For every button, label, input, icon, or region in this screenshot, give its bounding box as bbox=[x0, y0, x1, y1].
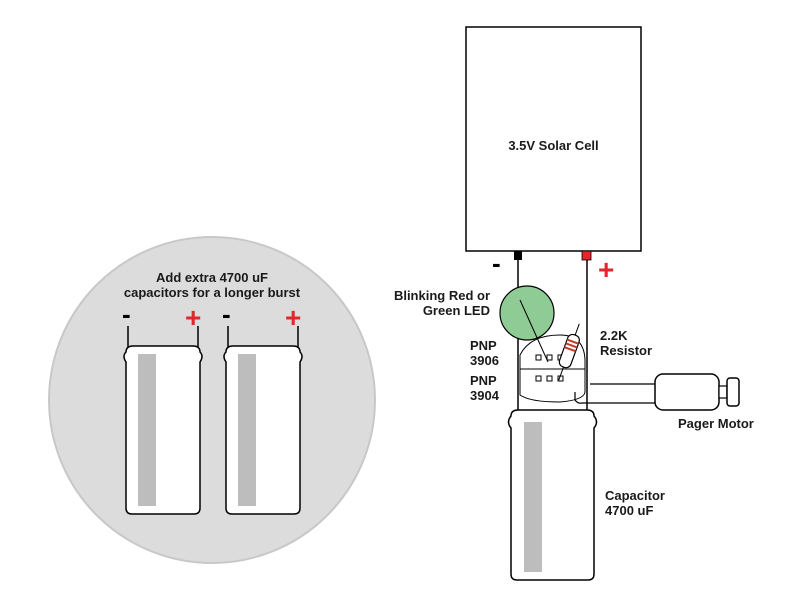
capacitor-line1: Capacitor bbox=[605, 488, 665, 503]
pnp-3906-line1: PNP bbox=[470, 338, 497, 353]
led-label: Blinking Red or Green LED bbox=[386, 288, 490, 318]
led-label-line2: Green LED bbox=[422, 303, 490, 318]
pnp-3906-line2: 3906 bbox=[470, 353, 499, 368]
main-capacitor bbox=[507, 409, 598, 581]
capacitor-line2: 4700 uF bbox=[605, 503, 654, 518]
inset-capacitor-2 bbox=[223, 326, 303, 515]
solar-positive-terminal bbox=[581, 250, 592, 261]
inset-cap1-minus-sign: - bbox=[122, 299, 131, 329]
pnp-3904-pins bbox=[535, 375, 564, 382]
resistor-line2: Resistor bbox=[600, 343, 653, 358]
solar-negative-terminal bbox=[514, 251, 522, 260]
inset-capacitor-1 bbox=[123, 326, 203, 515]
inset-cap2-minus-sign: - bbox=[222, 299, 231, 329]
main-plus-sign: + bbox=[598, 254, 615, 285]
resistor bbox=[558, 323, 580, 381]
inset-title: Add extra 4700 uF capacitors for a longe… bbox=[92, 270, 332, 300]
capacitor-label: Capacitor 4700 uF bbox=[605, 488, 665, 518]
inset-title-line2: capacitors for a longer burst bbox=[123, 285, 301, 300]
solar-cell-rect bbox=[465, 26, 642, 252]
pager-motor bbox=[654, 373, 740, 411]
motor-wire bbox=[574, 392, 655, 404]
inset-title-line1: Add extra 4700 uF bbox=[156, 270, 268, 285]
pnp-3906-label: PNP 3906 bbox=[470, 338, 499, 368]
transistor-outline bbox=[519, 334, 586, 403]
pager-motor-label: Pager Motor bbox=[678, 416, 754, 431]
resistor-line1: 2.2K bbox=[600, 328, 628, 343]
main-minus-sign: - bbox=[492, 248, 501, 278]
led-label-line1: Blinking Red or bbox=[393, 288, 490, 303]
resistor-label: 2.2K Resistor bbox=[600, 328, 652, 358]
solar-cell-label: 3.5V Solar Cell bbox=[508, 138, 599, 153]
pnp-3904-line2: 3904 bbox=[470, 388, 499, 403]
inset-cap2-plus-sign: + bbox=[285, 302, 302, 333]
pnp-3906-pins bbox=[535, 354, 564, 361]
inset-cap1-plus-sign: + bbox=[185, 302, 202, 333]
led bbox=[499, 285, 555, 341]
pnp-3904-label: PNP 3904 bbox=[470, 373, 499, 403]
pnp-3904-line1: PNP bbox=[470, 373, 497, 388]
